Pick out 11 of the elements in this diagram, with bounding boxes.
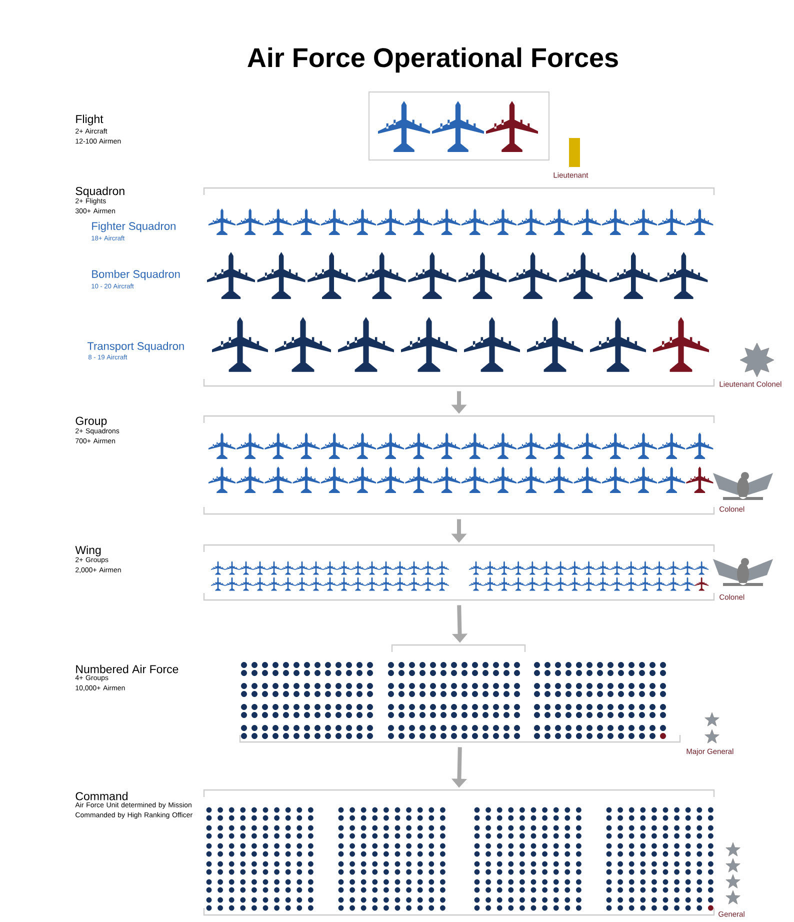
squadron-label: Fighter Squadron <box>92 222 176 232</box>
level-heading: Group <box>76 416 107 428</box>
level-heading: Command <box>76 792 128 800</box>
level-heading: Wing <box>75 546 101 556</box>
level-heading: Flight <box>76 114 104 126</box>
level-heading: Squadron <box>76 186 124 198</box>
level-heading: Numbered Air Force <box>76 664 178 674</box>
squadron-label: Transport Squadron <box>87 342 184 352</box>
squadron-label: Bomber Squadron <box>92 270 180 280</box>
title: Air Force Operational Forces <box>248 47 618 73</box>
level-box <box>368 92 550 160</box>
